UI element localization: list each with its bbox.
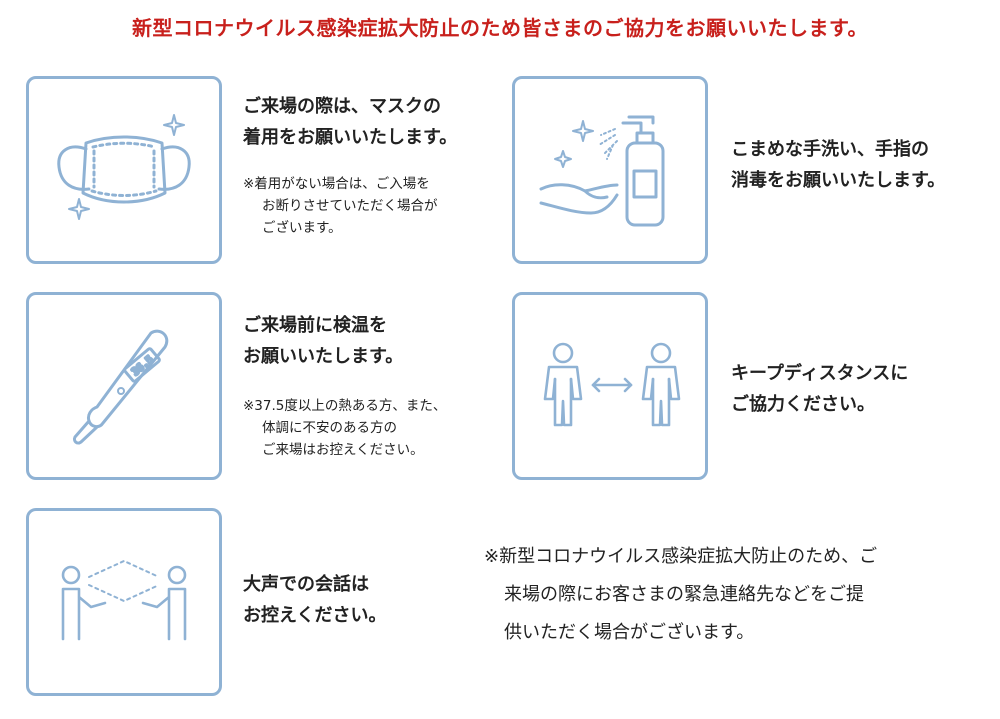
thermometer-panel: 36.5 bbox=[26, 292, 222, 480]
thermometer-note: ※37.5度以上の熱ある方、また、 体調に不安のある方の ご来場はお控えください… bbox=[243, 398, 447, 458]
talking-heading: 大声での会話は お控えください。 bbox=[243, 574, 387, 626]
page-title: 新型コロナウイルス感染症拡大防止のため皆さまのご協力をお願いいたします。 bbox=[132, 16, 868, 40]
no-loud-talking-icon bbox=[61, 560, 187, 641]
social-distance-icon bbox=[543, 342, 681, 427]
hand-sanitizer-icon bbox=[539, 115, 665, 227]
thermometer-icon: 36.5 bbox=[73, 329, 169, 445]
talking-panel bbox=[26, 508, 222, 696]
sanitizer-heading: こまめな手洗い、手指の 消毒をお願いいたします。 bbox=[731, 139, 946, 191]
thermometer-heading: ご来場前に検温を お願いいたします。 bbox=[243, 315, 404, 367]
distance-heading: キープディスタンスに ご協力ください。 bbox=[731, 363, 909, 415]
mask-heading: ご来場の際は、マスクの 着用をお願いいたします。 bbox=[243, 96, 458, 148]
mask-panel bbox=[26, 76, 222, 264]
distance-panel bbox=[512, 292, 708, 480]
mask-note: ※着用がない場合は、ご入場を お断りさせていただく場合が ございます。 bbox=[243, 176, 438, 236]
mask-icon bbox=[57, 114, 191, 220]
contact-info-note: ※新型コロナウイルス感染症拡大防止のため、ご 来場の際にお客さまの緊急連絡先など… bbox=[484, 546, 878, 643]
sanitizer-panel bbox=[512, 76, 708, 264]
